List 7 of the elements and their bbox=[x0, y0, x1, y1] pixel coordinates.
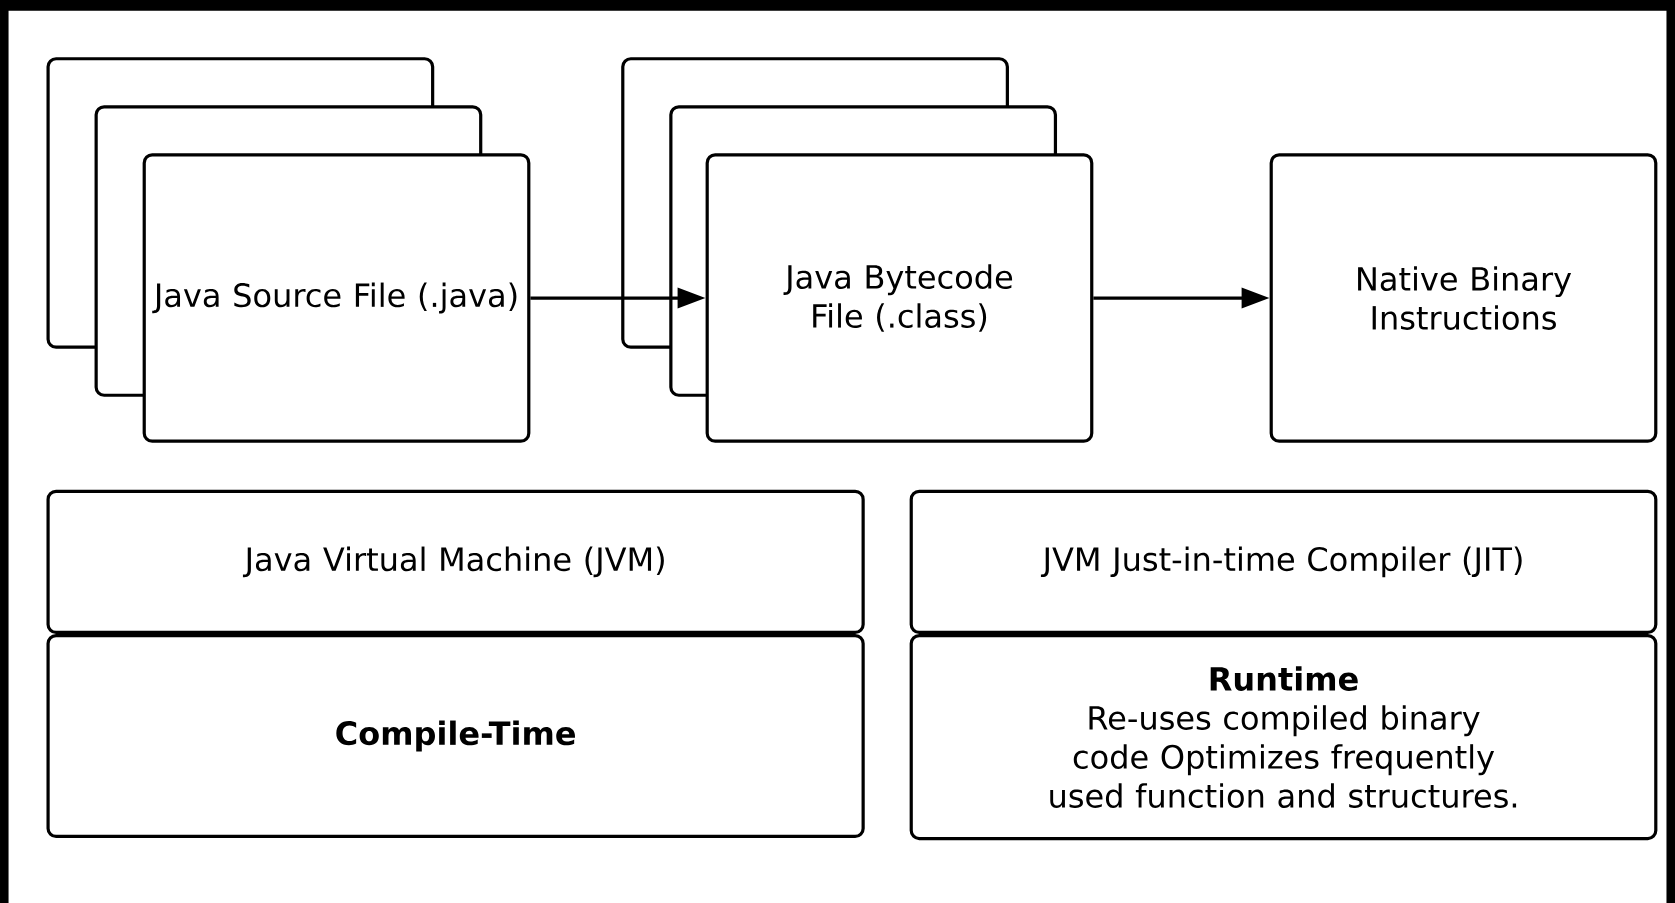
process-box: Native Binary Instructions bbox=[1269, 153, 1658, 443]
process-box: Java Bytecode File (.class) bbox=[705, 153, 1094, 443]
process-box: Java Virtual Machine (JVM) bbox=[46, 489, 865, 634]
process-box: JVM Just-in-time Compiler (JIT) bbox=[909, 489, 1658, 634]
process-box: Java Source File (.java) bbox=[142, 153, 531, 443]
process-box: Compile-Time bbox=[46, 634, 865, 839]
process-box: Runtime Re-uses compiled binary code Optimizes frequently used function and structures. bbox=[909, 634, 1658, 841]
